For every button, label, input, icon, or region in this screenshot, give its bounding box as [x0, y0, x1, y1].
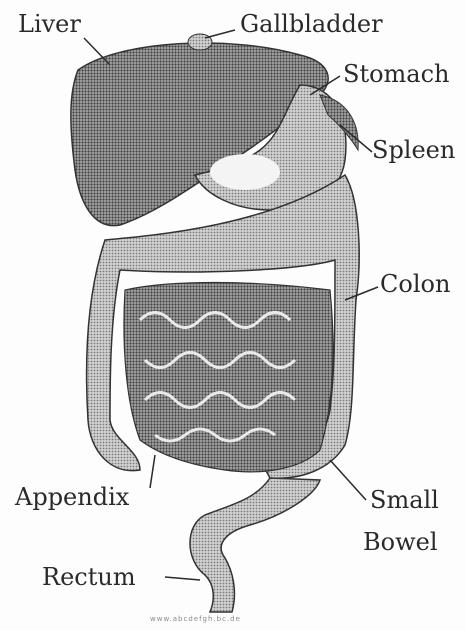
gallbladder-leader [205, 30, 235, 38]
label-liver: Liver [18, 12, 81, 36]
stomach-highlight [210, 154, 280, 190]
appendix-leader [150, 455, 155, 488]
label-stomach: Stomach [343, 62, 450, 86]
small-bowel-shape [124, 283, 333, 472]
label-gallbladder: Gallbladder [240, 12, 383, 36]
label-appendix: Appendix [15, 485, 129, 509]
label-rectum: Rectum [42, 565, 136, 589]
label-small-bowel-line2: Bowel [363, 530, 438, 554]
rectum-shape [190, 478, 320, 612]
label-spleen: Spleen [372, 138, 455, 162]
small-bowel-leader [330, 460, 366, 500]
label-small-bowel-line1: Small [370, 488, 439, 512]
label-colon: Colon [380, 272, 450, 296]
credit-line: www.abcdefgh.bc.de [150, 615, 241, 623]
rectum-leader [165, 577, 200, 580]
